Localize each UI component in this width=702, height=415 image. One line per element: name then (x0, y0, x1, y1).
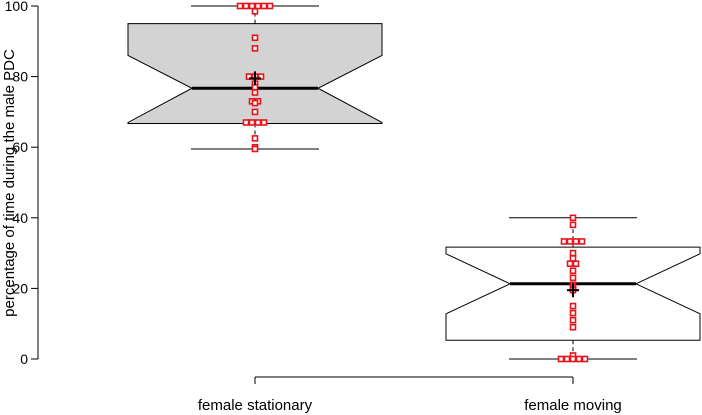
data-point (581, 355, 589, 363)
data-point (572, 260, 580, 267)
data-point (569, 274, 577, 282)
data-point (251, 7, 259, 15)
data-point (251, 83, 259, 91)
y-tick-label: 80 (12, 69, 28, 85)
box-1 (127, 2, 383, 153)
y-tick-label: 40 (12, 210, 28, 226)
data-point (254, 119, 262, 126)
data-point (254, 2, 262, 10)
y-tick-label: 100 (5, 0, 29, 14)
data-point (572, 238, 580, 245)
x-category-label: female stationary (198, 397, 313, 414)
data-point (569, 309, 577, 317)
data-point (569, 255, 577, 262)
data-point (251, 34, 259, 42)
data-point (248, 2, 256, 10)
data-point (251, 135, 259, 142)
data-point (569, 249, 577, 257)
data-point (569, 214, 577, 222)
data-point (575, 355, 583, 363)
y-tick-label: 60 (12, 139, 28, 155)
data-point (251, 108, 259, 116)
y-axis: 0 20 40 60 80 100 (5, 0, 39, 367)
data-point (248, 119, 256, 126)
data-point (569, 323, 577, 331)
data-point (557, 355, 565, 363)
y-tick-label: 20 (12, 280, 28, 296)
data-point (236, 2, 244, 10)
x-category-label: female moving (524, 397, 622, 414)
y-axis-label: percentage of time during the male PDC (1, 49, 18, 317)
x-axis: female stationary female moving (198, 376, 622, 414)
data-point (251, 145, 259, 153)
data-point (569, 355, 577, 363)
data-point (260, 2, 268, 10)
data-point (578, 238, 586, 245)
data-point (242, 119, 250, 126)
data-point (251, 89, 259, 96)
boxes (127, 2, 701, 363)
data-point (266, 2, 274, 10)
data-point (569, 267, 577, 275)
data-point (566, 238, 574, 245)
data-point (260, 119, 268, 126)
data-point (560, 238, 568, 245)
data-point (566, 260, 574, 267)
data-point (569, 302, 577, 310)
data-point (242, 2, 250, 10)
data-point (569, 221, 577, 229)
y-tick-label: 0 (20, 351, 28, 367)
data-point (251, 99, 259, 107)
data-point (569, 316, 577, 324)
data-point (251, 45, 259, 52)
box-2 (445, 214, 701, 363)
data-point (563, 355, 571, 363)
